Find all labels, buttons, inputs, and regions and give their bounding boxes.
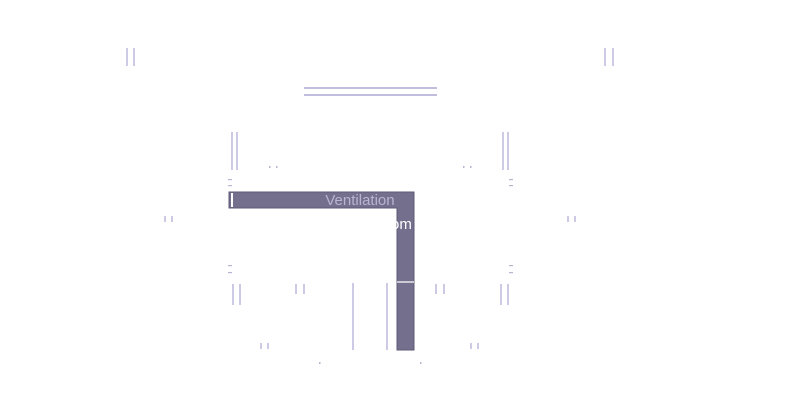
interior-partitions: [352, 283, 388, 350]
ventilation-duct: [228, 191, 415, 351]
side-ticks: [164, 216, 576, 222]
ventilation-label: Ventilation: [325, 192, 394, 209]
dot: [509, 265, 513, 267]
dot: [463, 166, 465, 168]
dot: [319, 362, 321, 364]
dot: [228, 265, 232, 267]
dot: [269, 166, 271, 168]
dimension-dots: [228, 166, 513, 364]
upper-wall-stubs: [231, 132, 509, 170]
dot: [228, 185, 232, 187]
outer-corner-marks: [126, 48, 614, 66]
window-symbol: [304, 87, 437, 96]
dot: [509, 185, 513, 187]
dot: [509, 272, 513, 274]
dot: [228, 272, 232, 274]
dot: [509, 179, 513, 181]
dot: [470, 166, 472, 168]
duct-shape: [228, 191, 415, 351]
dot: [228, 179, 232, 181]
lower-wall-stubs: [232, 284, 509, 349]
dot: [420, 362, 422, 364]
room-label-partial: om: [391, 216, 412, 233]
dot: [276, 166, 278, 168]
